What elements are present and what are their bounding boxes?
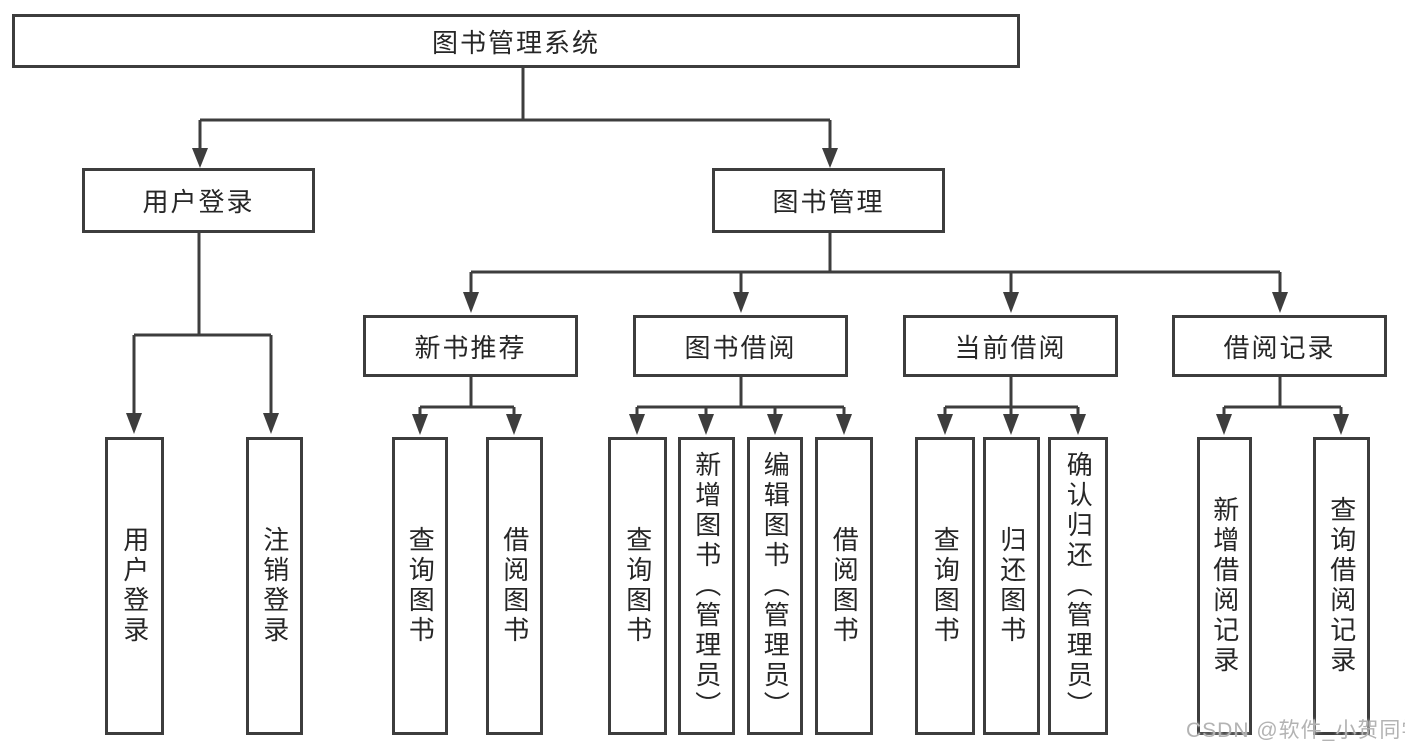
node-label: 用户登录	[142, 187, 255, 217]
node-label: 借阅图书	[829, 526, 860, 646]
csdn-watermark: CSDN @软件_小贺同学	[1186, 719, 1405, 742]
node-label: 图书借阅	[684, 332, 797, 363]
node-label: 归还图书	[996, 526, 1027, 646]
leaf-logout: 注销登录	[246, 437, 303, 735]
node-label: 确认归还（管理员）	[1063, 451, 1094, 721]
node-label: 查询图书	[405, 526, 436, 646]
leaf-records-query-record: 查询借阅记录	[1313, 437, 1370, 735]
node-book-management: 图书管理	[712, 168, 945, 233]
node-label: 查询图书	[930, 526, 961, 646]
node-label: 新书推荐	[414, 332, 527, 363]
leaf-current-return-books: 归还图书	[983, 437, 1040, 735]
node-label: 注销登录	[259, 526, 290, 646]
arrowhead-icons	[126, 148, 1349, 435]
node-current-borrowing: 当前借阅	[903, 315, 1118, 377]
node-borrowing-records: 借阅记录	[1172, 315, 1387, 377]
node-book-borrowing: 图书借阅	[633, 315, 848, 377]
leaf-user-login: 用户登录	[105, 437, 164, 735]
leaf-current-confirm-return-admin: 确认归还（管理员）	[1048, 437, 1108, 735]
leaf-newbooks-query-books: 查询图书	[392, 437, 448, 735]
node-library-management-system: 图书管理系统	[12, 14, 1020, 68]
leaf-current-query-books: 查询图书	[915, 437, 975, 735]
leaf-borrowing-query-books: 查询图书	[608, 437, 667, 735]
leaf-newbooks-borrow-books: 借阅图书	[486, 437, 543, 735]
leaf-borrowing-borrow-books: 借阅图书	[815, 437, 873, 735]
node-label: 图书管理	[772, 187, 885, 217]
leaf-records-add-record: 新增借阅记录	[1197, 437, 1252, 735]
node-label: 查询借阅记录	[1326, 496, 1357, 676]
node-label: 编辑图书（管理员）	[760, 451, 791, 721]
node-user-login: 用户登录	[82, 168, 315, 233]
node-label: 当前借阅	[954, 332, 1067, 363]
node-label: 用户登录	[119, 526, 150, 646]
node-label: 新增借阅记录	[1209, 496, 1240, 676]
leaf-borrowing-add-books-admin: 新增图书（管理员）	[678, 437, 735, 735]
node-label: 借阅记录	[1223, 332, 1336, 363]
node-label: 新增图书（管理员）	[691, 451, 722, 721]
node-label: 图书管理系统	[431, 27, 600, 58]
node-new-book-recommendation: 新书推荐	[363, 315, 578, 377]
leaf-borrowing-edit-books-admin: 编辑图书（管理员）	[747, 437, 803, 735]
node-label: 查询图书	[622, 526, 653, 646]
node-label: 借阅图书	[499, 526, 530, 646]
